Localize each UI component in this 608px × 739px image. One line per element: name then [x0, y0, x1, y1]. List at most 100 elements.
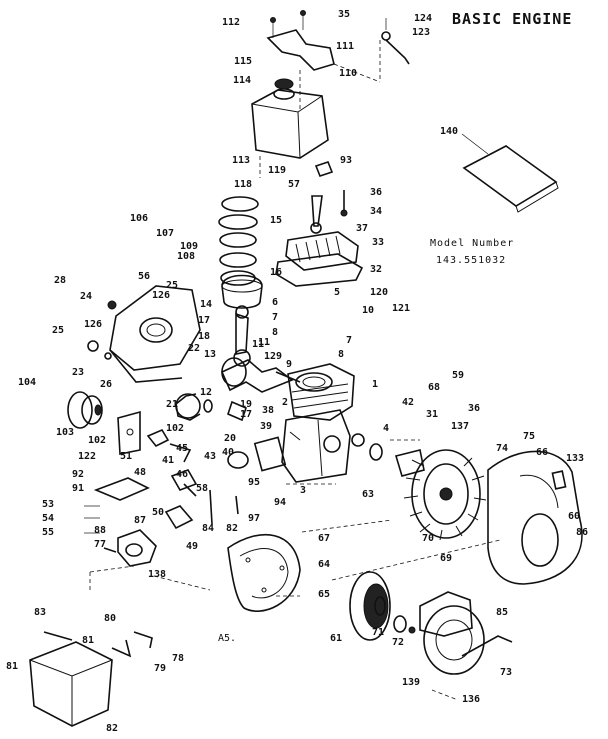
- callout-label: 3: [300, 485, 307, 496]
- model-number-value: 143.551032: [436, 255, 507, 266]
- callout-label: 70: [422, 533, 435, 544]
- callout-label: 107: [156, 228, 175, 239]
- callout-label: 28: [54, 275, 67, 286]
- callout-label: 7: [346, 335, 353, 346]
- callout-label: 16: [270, 267, 283, 278]
- callout-label: 15: [270, 215, 283, 226]
- cylinder-block: [281, 363, 383, 485]
- callout-label: 40: [222, 447, 235, 458]
- callout-label: 56: [138, 271, 151, 282]
- callout-label: 18: [198, 331, 211, 342]
- callout-label: 121: [392, 303, 411, 314]
- callout-label: 114: [233, 75, 252, 86]
- callout-label: 68: [428, 382, 441, 393]
- callout-label: 37: [356, 223, 369, 234]
- callout-label: 36: [468, 403, 481, 414]
- callout-label: 106: [130, 213, 149, 224]
- callout-label: 119: [268, 165, 287, 176]
- callout-label: 97: [248, 513, 261, 524]
- callout-label: 63: [362, 489, 375, 500]
- callout-label: 12: [200, 387, 213, 398]
- callout-label: 13: [204, 349, 217, 360]
- callout-label: 43: [204, 451, 217, 462]
- callout-label: 10: [362, 305, 375, 316]
- callout-label: 102: [166, 423, 185, 434]
- callout-label: 17: [198, 315, 211, 326]
- callout-label: 122: [78, 451, 97, 462]
- callout-label: 118: [234, 179, 253, 190]
- callout-label: 123: [412, 27, 431, 38]
- callout-label: 112: [222, 17, 241, 28]
- callout-label: 126: [152, 290, 171, 301]
- callout-label: 79: [154, 663, 167, 674]
- piston: [221, 274, 263, 309]
- recoil-starter: [393, 591, 513, 675]
- callout-label: 87: [134, 515, 147, 526]
- callout-label: 84: [202, 523, 215, 534]
- model-number-label: Model Number: [430, 238, 515, 249]
- piston-rings: [218, 196, 259, 286]
- callout-label: 82: [226, 523, 239, 534]
- callout-label: 51: [120, 451, 133, 462]
- callout-label: 11: [258, 337, 271, 348]
- callout-label: 21: [166, 399, 179, 410]
- callout-label: 39: [260, 421, 273, 432]
- callout-label: 8: [272, 327, 279, 338]
- callout-label: 81: [6, 661, 19, 672]
- carburetor: [84, 477, 157, 590]
- callout-label: 9: [286, 359, 293, 370]
- callout-label: 110: [339, 68, 358, 79]
- air-cleaner-assembly: [251, 78, 329, 178]
- callout-label: 38: [262, 405, 275, 416]
- callout-label: 41: [162, 455, 175, 466]
- callout-label: 95: [248, 477, 261, 488]
- callout-label: 20: [224, 433, 237, 444]
- flywheel-left: [67, 391, 201, 429]
- callout-label: 86: [576, 527, 589, 538]
- callout-label: 137: [451, 421, 470, 432]
- callout-label: 55: [42, 527, 55, 538]
- callout-label: 23: [72, 367, 85, 378]
- callout-label: 126: [84, 319, 103, 330]
- callout-label: 78: [172, 653, 185, 664]
- callout-label: 5: [334, 287, 341, 298]
- cylinder-head: [275, 231, 364, 287]
- callout-label: 25: [52, 325, 65, 336]
- callout-label: 129: [264, 351, 283, 362]
- callout-label: 45: [176, 443, 189, 454]
- callout-label: 133: [566, 453, 585, 464]
- callout-label: 7: [272, 312, 279, 323]
- callout-label: 50: [152, 507, 165, 518]
- callout-label: 81: [82, 635, 95, 646]
- callout-label: 140: [440, 126, 459, 137]
- callout-label: 104: [18, 377, 37, 388]
- callout-label: 35: [338, 9, 351, 20]
- callout-label: 83: [34, 607, 47, 618]
- callout-label: 115: [234, 56, 253, 67]
- callout-label: 72: [392, 637, 405, 648]
- callout-label: 73: [500, 667, 513, 678]
- callout-label: 57: [288, 179, 301, 190]
- callout-label: 61: [330, 633, 343, 644]
- callout-label: 66: [536, 447, 549, 458]
- top-bracket-assembly: [266, 10, 381, 110]
- blower-housing: [487, 450, 583, 585]
- callout-label: 54: [42, 513, 55, 524]
- callout-label: 67: [318, 533, 331, 544]
- callout-label: 103: [56, 427, 75, 438]
- callout-label: 11: [252, 339, 265, 350]
- camshaft-parts: [203, 399, 287, 472]
- callout-label: 53: [42, 499, 55, 510]
- callout-label: 91: [72, 483, 85, 494]
- callout-label: 136: [462, 694, 481, 705]
- callout-label: 6: [272, 297, 279, 308]
- callout-label: 71: [372, 627, 385, 638]
- callout-label: 58: [196, 483, 209, 494]
- callout-label: 17: [240, 409, 253, 420]
- callout-label: 139: [402, 677, 421, 688]
- callout-label: 85: [496, 607, 509, 618]
- callout-label: 88: [94, 525, 107, 536]
- callout-label: 74: [496, 443, 509, 454]
- gasket-sheet: [461, 133, 559, 213]
